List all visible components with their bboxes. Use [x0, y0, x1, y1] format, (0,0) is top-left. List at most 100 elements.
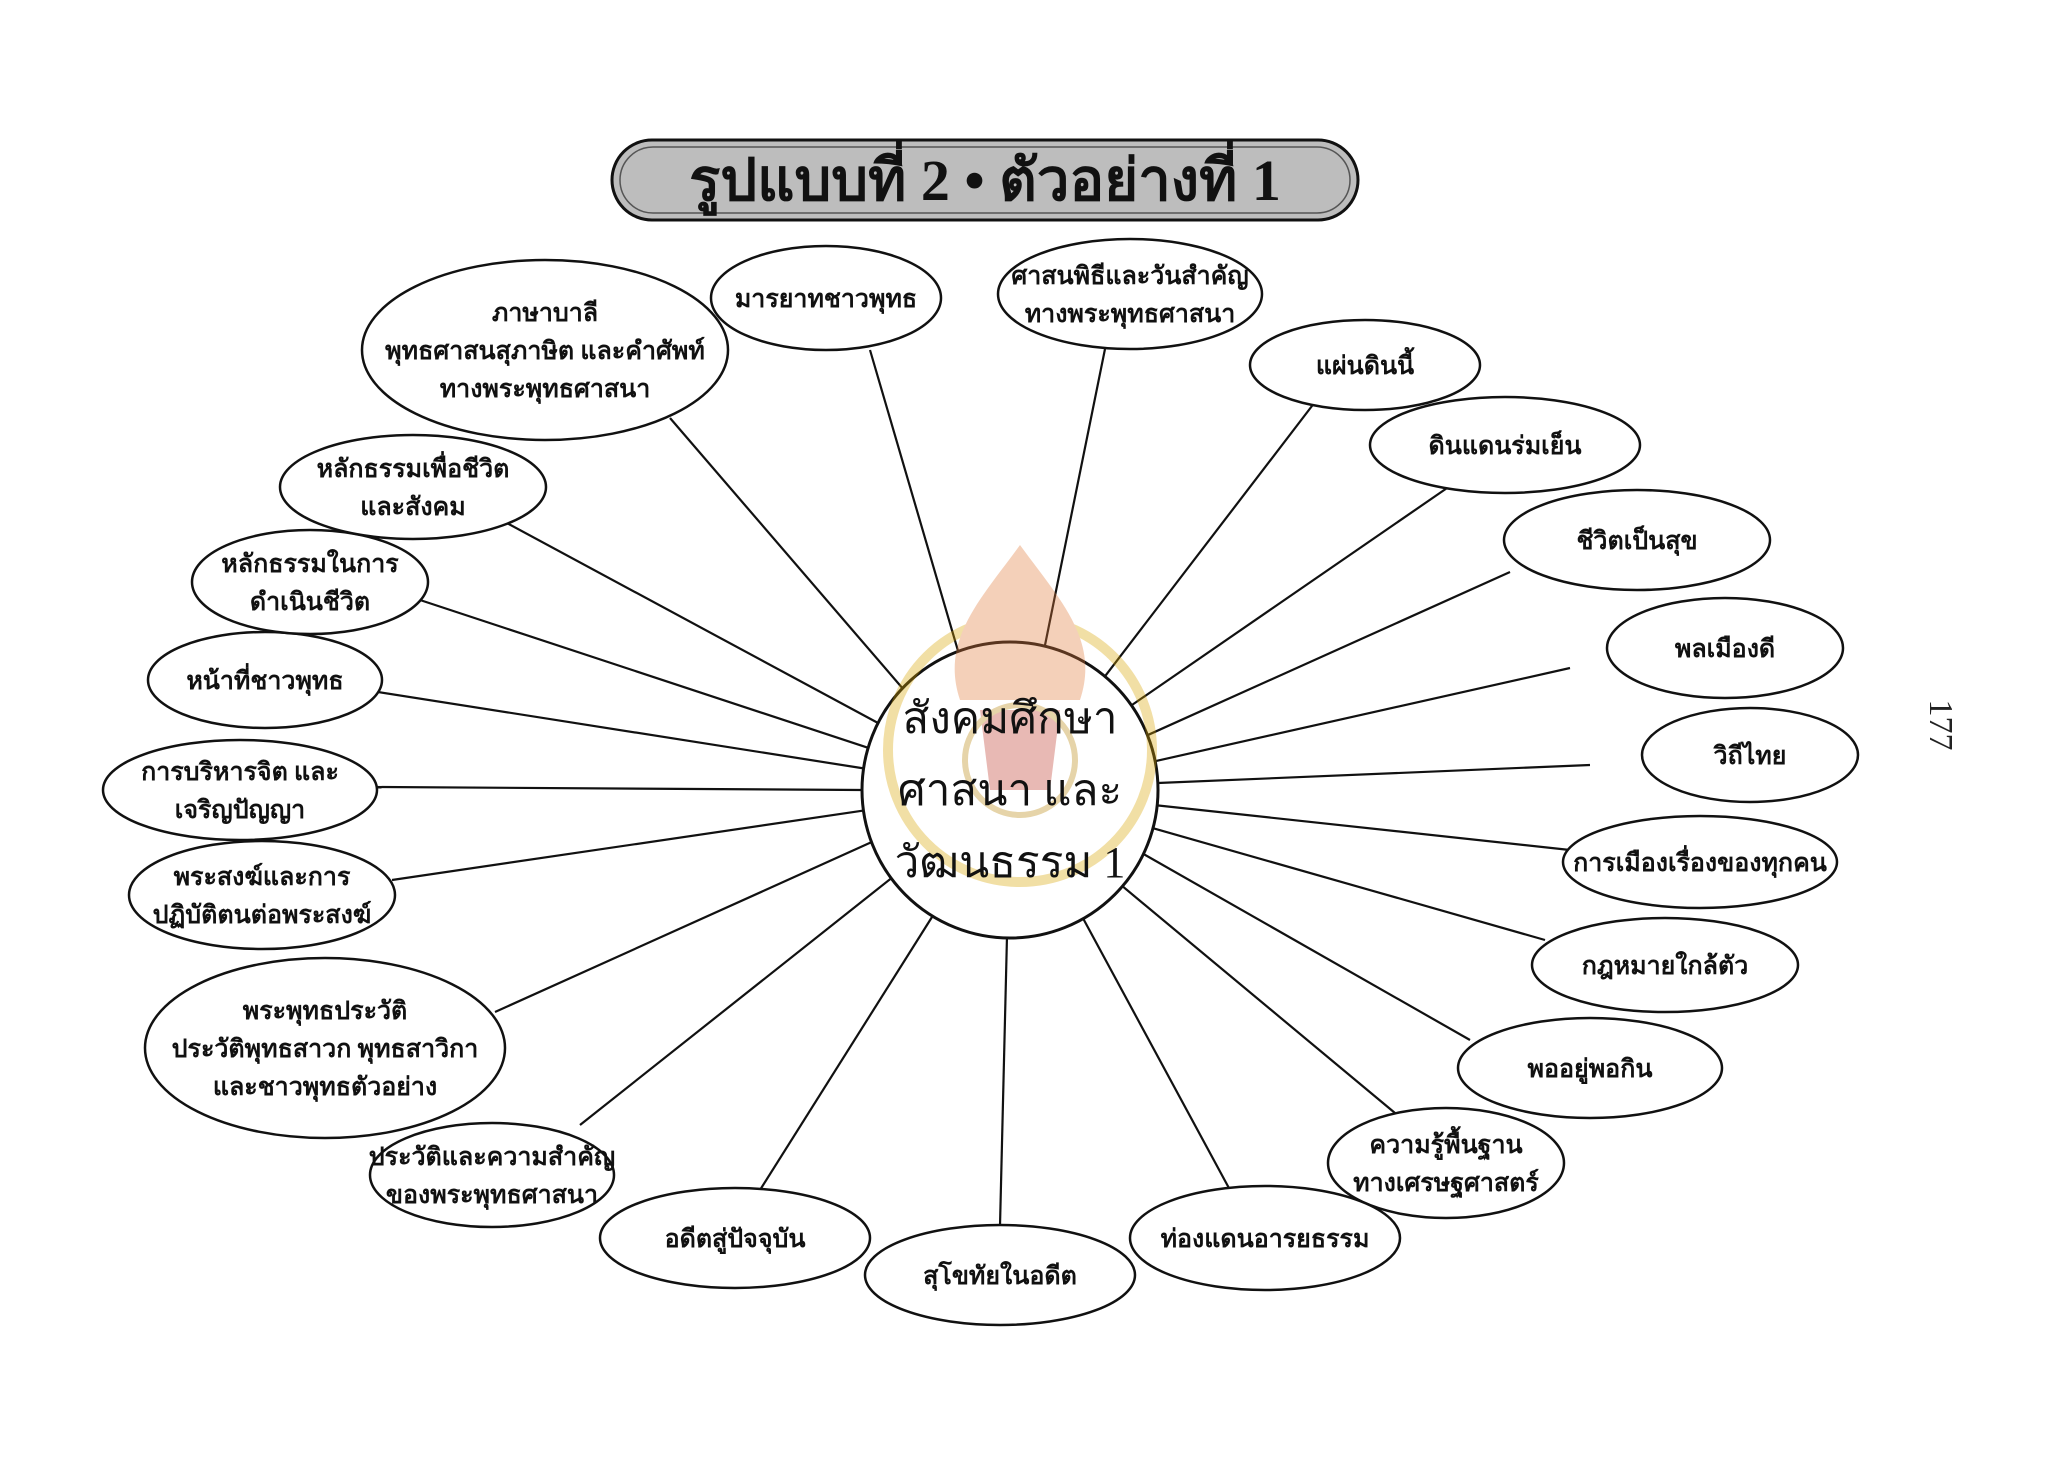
node-label: หลักธรรมในการ [221, 548, 399, 578]
node-ellipse [101, 738, 379, 842]
node-withithai: วิถีไทย [1640, 706, 1860, 804]
connector-lines [374, 348, 1591, 1227]
connector-phrasong [391, 809, 864, 882]
center-line-1: สังคมศึกษา [902, 694, 1117, 743]
node-label: ดินแดนร่มเย็น [1429, 430, 1582, 460]
node-label: ทางพระพุทธศาสนา [1025, 301, 1236, 330]
node-ellipse [1640, 706, 1860, 804]
node-sukhothai: สุโขทัยในอดีต [863, 1223, 1137, 1327]
connector-kanborihan [374, 785, 863, 792]
node-label: ดำเนินชีวิต [250, 588, 370, 616]
connector-chiwit [1147, 570, 1511, 737]
node-ellipse [360, 258, 730, 442]
node-paendin: แผ่นดินนี้ [1248, 318, 1482, 412]
center-hub: สังคมศึกษา ศาสนา และ วัฒนธรรม 1 [860, 545, 1160, 940]
node-label: พออยู่พอกิน [1528, 1056, 1653, 1085]
node-label: ของพระพุทธศาสนา [386, 1182, 598, 1211]
node-label: ปฏิบัติตนต่อพระสงฆ์ [153, 900, 372, 929]
node-ellipse [1368, 395, 1642, 495]
connector-pooyu [1142, 853, 1471, 1041]
node-label: ประวัติพุทธสาวก พุทธสาวิกา [172, 1036, 479, 1065]
connector-adit [759, 915, 934, 1191]
node-thongdaen: ท่องแดนอารยธรรม [1128, 1184, 1402, 1292]
node-adit: อดีตสู่ปัจจุบัน [598, 1186, 872, 1290]
node-marayat: มารยาทชาวพุทธ [709, 244, 943, 352]
node-ellipse [598, 1186, 872, 1290]
node-ellipse [1326, 1106, 1566, 1220]
node-ellipse [146, 630, 384, 730]
node-label: การบริหารจิต และ [141, 759, 339, 786]
node-label: พระสงฆ์และการ [174, 862, 351, 891]
node-pasabali: ภาษาบาลีพุทธศาสนสุภาษิต และคำศัพท์ทางพระ… [360, 258, 730, 442]
connector-nathi [377, 690, 864, 770]
node-ellipse [143, 956, 507, 1140]
connector-phraputtha [494, 841, 872, 1014]
node-chiwit: ชีวิตเป็นสุข [1502, 488, 1772, 592]
node-dindaen: ดินแดนร่มเย็น [1368, 395, 1642, 495]
node-ellipse [1502, 488, 1772, 592]
node-ellipse [709, 244, 943, 352]
node-label: ทางเศรษฐศาสตร์ [1353, 1168, 1539, 1199]
node-ellipse [1248, 318, 1482, 412]
title-banner: รูปแบบที่ 2 • ตัวอย่างที่ 1 [610, 138, 1360, 222]
connector-thongdaen [1082, 918, 1231, 1191]
node-label: และชาวพุทธตัวอย่าง [213, 1074, 437, 1103]
node-ellipse [863, 1223, 1137, 1327]
node-label: หลักธรรมเพื่อชีวิต [317, 451, 510, 483]
connector-prawat [579, 877, 892, 1126]
node-label: อดีตสู่ปัจจุบัน [665, 1225, 806, 1255]
node-label: สุโขทัยในอดีต [923, 1260, 1077, 1292]
node-ellipse [1456, 1016, 1724, 1120]
node-label: วิถีไทย [1713, 740, 1787, 770]
diagram-title: รูปแบบที่ 2 • ตัวอย่างที่ 1 [689, 139, 1281, 216]
connector-pasabali [669, 417, 904, 689]
connector-khwamru [1121, 885, 1396, 1114]
connector-lakthamkan [419, 598, 869, 749]
node-ellipse [1530, 916, 1800, 1014]
center-line-3: วัฒนธรรม 1 [895, 838, 1126, 887]
node-kotmai: กฎหมายใกล้ตัว [1530, 916, 1800, 1014]
node-ellipse [127, 839, 397, 951]
node-label: พลเมืองดี [1675, 635, 1775, 663]
connector-paendin [1104, 401, 1316, 678]
node-label: ทางพระพุทธศาสนา [440, 376, 651, 405]
node-kanmuang: การเมืองเรื่องของทุกคน [1561, 814, 1839, 910]
node-label: ประวัติและความสำคัญ [369, 1144, 615, 1171]
node-label: ภาษาบาลี [492, 299, 598, 327]
node-nathi: หน้าที่ชาวพุทธ [146, 630, 384, 730]
node-label: กฎหมายใกล้ตัว [1582, 950, 1749, 980]
node-ellipse [1128, 1184, 1402, 1292]
node-label: ศาสนพิธีและวันสำคัญ [1011, 262, 1248, 290]
node-label: พุทธศาสนสุภาษิต และคำศัพท์ [385, 336, 705, 367]
connector-ponlamuang [1154, 666, 1571, 763]
node-label: เจริญปัญญา [175, 797, 305, 824]
connector-withithai [1157, 763, 1591, 785]
node-ellipse [1605, 596, 1845, 700]
node-ellipse [190, 528, 430, 636]
topic-nodes: ภาษาบาลีพุทธศาสนสุภาษิต และคำศัพท์ทางพระ… [101, 237, 1860, 1327]
node-label: มารยาทชาวพุทธ [735, 286, 917, 315]
node-label: หน้าที่ชาวพุทธ [186, 663, 343, 697]
node-label: และสังคม [360, 494, 466, 521]
page-number: 177 [1922, 700, 1959, 751]
connector-marayat [868, 349, 960, 652]
connector-kotmai [1152, 827, 1546, 942]
node-ellipse [368, 1121, 616, 1229]
node-ponlamuang: พลเมืองดี [1605, 596, 1845, 700]
connector-kanmuang [1157, 804, 1571, 852]
connector-sukhothai [998, 937, 1009, 1227]
connector-sasanapithi [1043, 348, 1107, 647]
connector-lakthampua [504, 521, 879, 724]
node-phraputtha: พระพุทธประวัติประวัติพุทธสาวก พุทธสาวิกา… [143, 956, 507, 1140]
node-ellipse [1561, 814, 1839, 910]
node-label: ท่องแดนอารยธรรม [1161, 1226, 1370, 1253]
node-label: ชีวิตเป็นสุข [1576, 525, 1697, 557]
